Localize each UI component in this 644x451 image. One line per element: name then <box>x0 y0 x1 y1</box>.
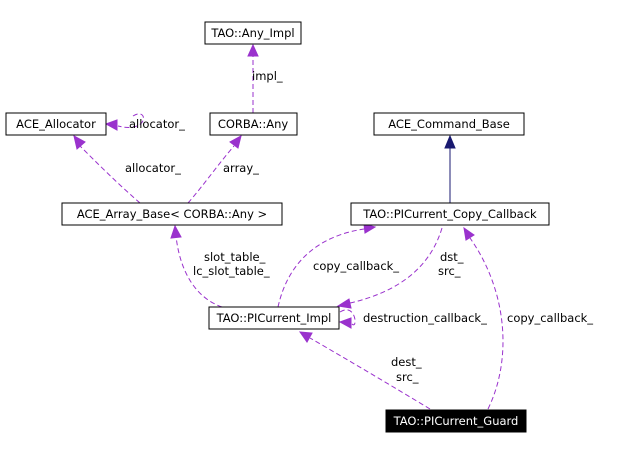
edge-dest-src <box>309 337 431 410</box>
edge-dst-src-arrowhead <box>336 298 352 309</box>
node-corba-any[interactable]: CORBA::Any <box>209 112 298 136</box>
node-any-impl-label: TAO::Any_Impl <box>210 26 294 40</box>
node-ace-allocator[interactable]: ACE_Allocator <box>5 112 107 136</box>
label-impl: impl_ <box>252 69 283 83</box>
node-any-impl[interactable]: TAO::Any_Impl <box>204 21 302 45</box>
edge-allocator-arrowhead <box>73 135 86 150</box>
edge-slot-table <box>175 235 223 308</box>
edge-allocator <box>79 145 141 204</box>
edge-impl-arrowhead <box>247 43 259 57</box>
edge-copy-callback-right-arrowhead <box>463 226 475 241</box>
node-ace-array-base-label: ACE_Array_Base< CORBA::Any > <box>77 207 267 221</box>
node-picurrent-copy-callback-label: TAO::PICurrent_Copy_Callback <box>362 207 537 221</box>
node-picurrent-impl[interactable]: TAO::PICurrent_Impl <box>208 306 340 330</box>
edge-slot-table-arrowhead <box>170 224 182 239</box>
node-ace-allocator-label: ACE_Allocator <box>16 117 96 131</box>
node-picurrent-copy-callback[interactable]: TAO::PICurrent_Copy_Callback <box>350 202 550 226</box>
edge-dest-src-arrowhead <box>298 331 313 343</box>
node-ace-command-base-label: ACE_Command_Base <box>388 117 510 131</box>
edge-destruction-callback-arrowhead <box>338 317 352 329</box>
label-array: array_ <box>223 161 259 175</box>
label-copy-callback-left: copy_callback_ <box>313 259 399 273</box>
label-dest: dest_ <box>391 355 422 369</box>
edge-allocator-self-arrowhead <box>104 119 118 131</box>
label-allocator-self: allocator_ <box>129 117 185 131</box>
edge-inheritance-arrowhead <box>444 134 456 149</box>
label-copy-callback-right: copy_callback_ <box>507 311 593 325</box>
label-destruction-callback: destruction_callback_ <box>363 311 487 325</box>
node-picurrent-guard[interactable]: TAO::PICurrent_Guard <box>385 409 527 433</box>
label-slot-table: slot_table_ <box>204 250 266 264</box>
edge-dst-src <box>349 227 443 304</box>
node-ace-command-base[interactable]: ACE_Command_Base <box>373 112 525 136</box>
node-picurrent-impl-label: TAO::PICurrent_Impl <box>216 311 332 325</box>
node-picurrent-guard-label: TAO::PICurrent_Guard <box>393 414 519 428</box>
node-corba-any-label: CORBA::Any <box>218 117 289 131</box>
label-allocator: allocator_ <box>125 161 181 175</box>
edge-destruction-callback <box>339 309 356 326</box>
label-dst: dst_ <box>440 250 464 264</box>
label-src-bottom: src_ <box>396 370 419 384</box>
edge-copy-callback-right <box>469 237 504 410</box>
label-src-mid: src_ <box>438 264 461 278</box>
label-lc-slot-table: lc_slot_table_ <box>193 264 270 278</box>
edge-allocator-self <box>117 113 144 128</box>
edge-array-arrowhead <box>229 135 242 149</box>
edge-array <box>187 145 235 204</box>
node-ace-array-base[interactable]: ACE_Array_Base< CORBA::Any > <box>61 202 283 226</box>
